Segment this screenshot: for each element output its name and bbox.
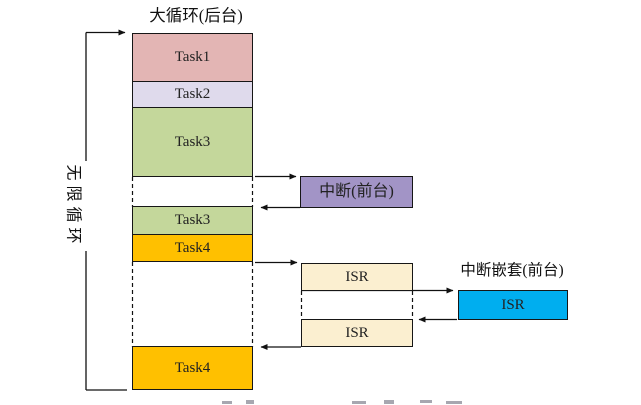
- interrupt-foreground-box: 中断(前台): [300, 176, 413, 208]
- clipped-caption-mark: [446, 401, 462, 404]
- clipped-caption-mark: [384, 400, 394, 404]
- infinite-loop-label: 无限循环: [64, 164, 82, 249]
- isr-box-first: ISR: [301, 263, 413, 291]
- task-box-task3-first: Task3: [132, 107, 253, 177]
- diagram-title: 大循环(后台): [149, 6, 243, 25]
- nested-interrupt-label: 中断嵌套(前台): [460, 262, 564, 279]
- isr-box-nested: ISR: [458, 290, 568, 320]
- task-box-task2: Task2: [132, 81, 253, 108]
- clipped-caption-mark: [420, 400, 432, 403]
- clipped-caption-mark: [246, 400, 254, 404]
- clipped-caption-mark: [352, 401, 366, 404]
- isr-box-second: ISR: [301, 319, 413, 347]
- task-box-task4-resumed: Task4: [132, 346, 253, 390]
- task-box-task4-first: Task4: [132, 234, 253, 262]
- task-box-task1: Task1: [132, 33, 253, 82]
- clipped-caption-mark: [222, 401, 232, 404]
- task-box-task3-resumed: Task3: [132, 206, 253, 235]
